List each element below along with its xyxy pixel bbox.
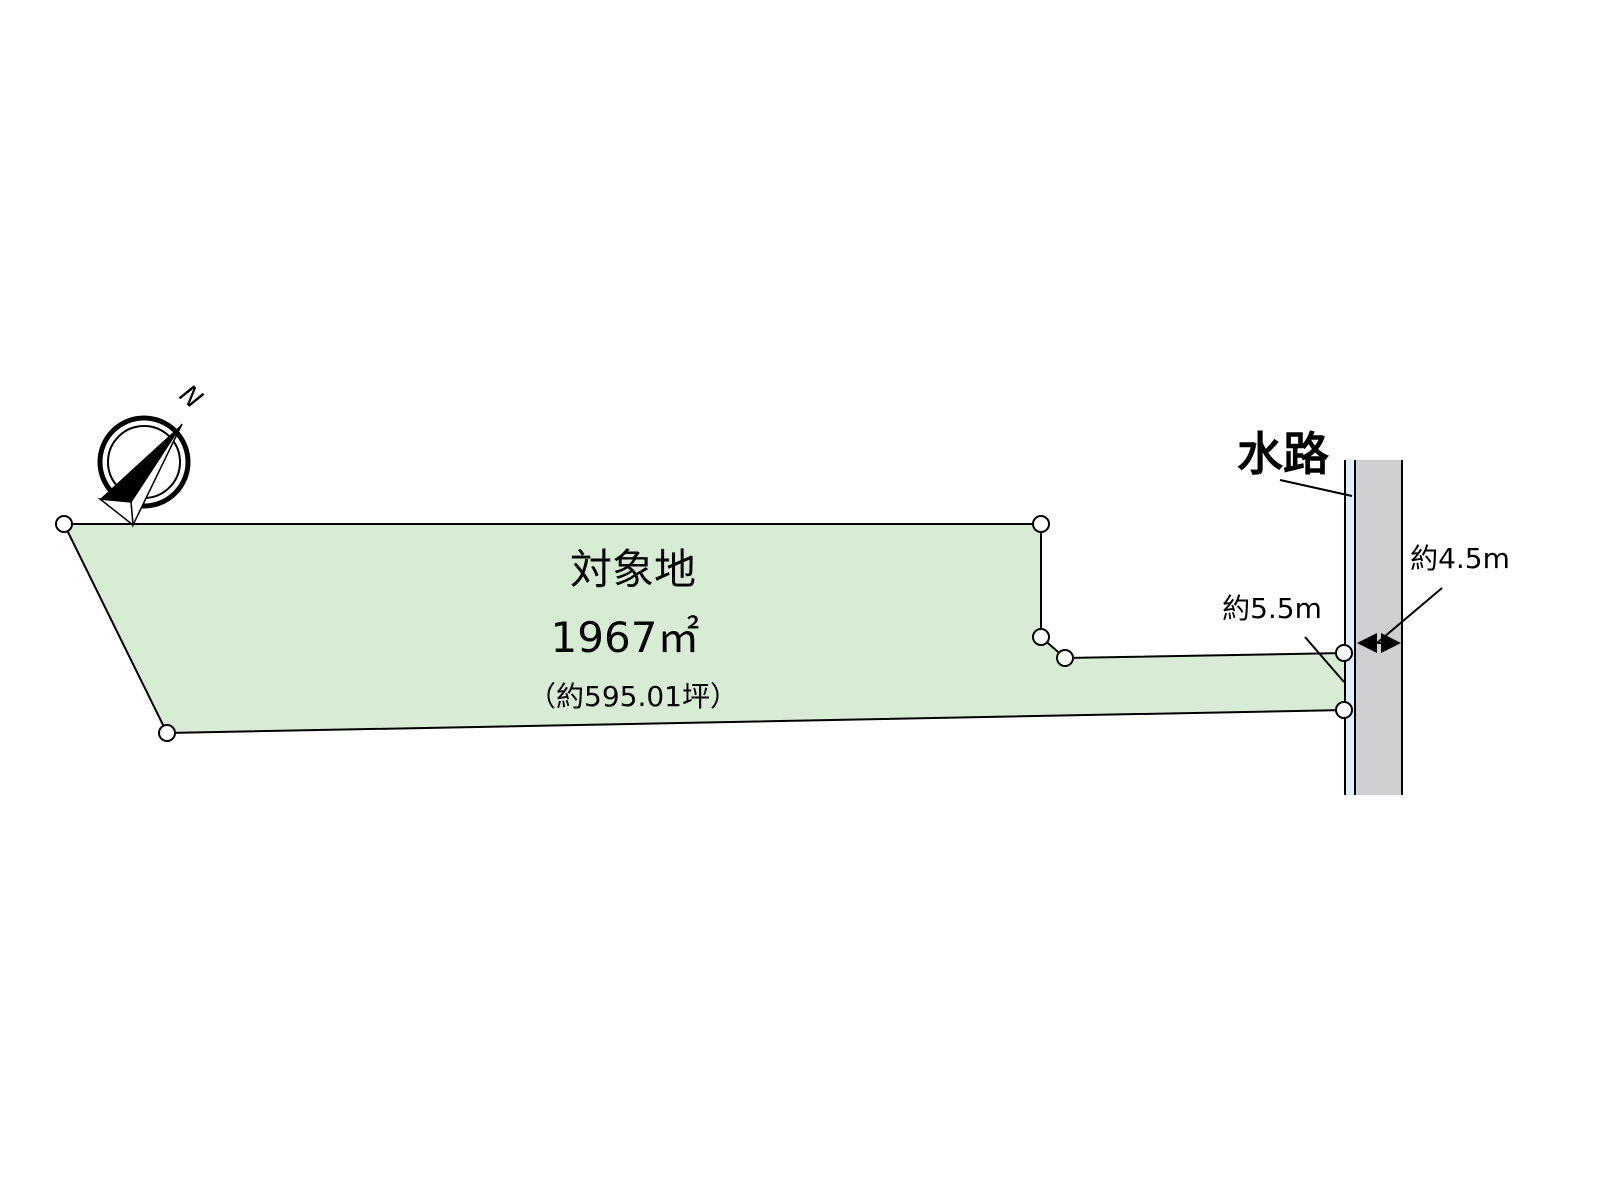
- boundary-marker: [1056, 649, 1074, 667]
- boundary-marker: [158, 724, 176, 742]
- boundary-marker: [1335, 644, 1353, 662]
- plot-label: 対象地: [570, 545, 696, 594]
- plot-boundary: [62, 523, 1346, 735]
- boundary-marker: [1032, 515, 1050, 533]
- road-width-dimension: 約4.5m: [1410, 542, 1510, 575]
- plot-area-sqm: 1967㎡: [551, 613, 700, 662]
- boundary-marker: [1032, 628, 1050, 646]
- boundary-markers: [55, 515, 1353, 742]
- boundary-marker: [1335, 701, 1353, 719]
- boundary-marker: [55, 515, 73, 533]
- north-label: N: [174, 379, 208, 414]
- frontage-dimension: 約5.5m: [1222, 592, 1322, 625]
- waterway: [1345, 460, 1355, 795]
- north-arrow-icon: N: [97, 379, 208, 528]
- plot-area-tsubo: （約595.01坪）: [528, 680, 738, 713]
- waterway-label: 水路: [1237, 427, 1330, 481]
